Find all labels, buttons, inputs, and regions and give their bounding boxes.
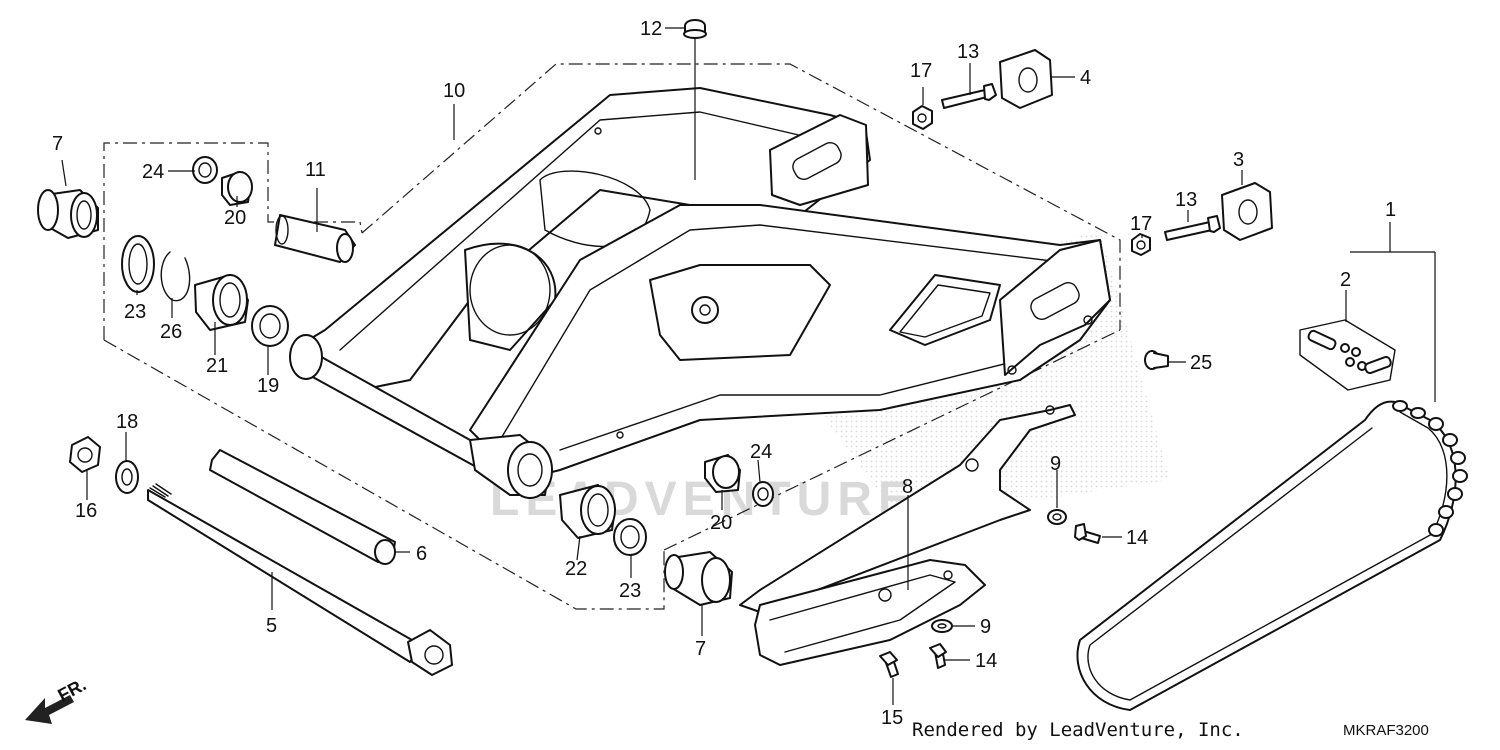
front-direction-arrow: FR. <box>25 674 89 724</box>
callout-26: 26 <box>160 321 182 343</box>
adjuster-plate-4 <box>999 49 1053 109</box>
callout-4: 4 <box>1080 67 1091 89</box>
callout-8: 8 <box>902 476 913 498</box>
callout-9-lower: 9 <box>980 616 991 638</box>
dust-seal-23-lower <box>613 518 647 556</box>
callout-6: 6 <box>416 543 427 565</box>
dust-seal-24-upper <box>192 156 218 184</box>
nut-16 <box>69 436 101 473</box>
washer-9-lower <box>931 619 953 633</box>
callout-23-upper: 23 <box>124 301 146 323</box>
callout-1: 1 <box>1385 199 1396 221</box>
diagram-code: MKRAF3200 <box>1343 722 1429 739</box>
callout-18: 18 <box>116 411 138 433</box>
callout-22: 22 <box>565 558 587 580</box>
needle-bearing-20-lower <box>704 454 741 493</box>
callout-9-upper: 9 <box>1050 453 1061 475</box>
washer-9-upper <box>1047 509 1067 525</box>
callout-7-right: 7 <box>695 638 706 660</box>
bearing-19 <box>251 305 289 347</box>
leader-lines <box>61 27 1436 705</box>
dust-seal-24-lower <box>752 481 774 507</box>
callout-14-upper: 14 <box>1126 527 1148 549</box>
pivot-bushing-left <box>37 189 99 239</box>
watermark-text: LEADVENTURE <box>490 473 916 526</box>
needle-bearing-22 <box>559 484 616 539</box>
bolt-15 <box>879 651 899 678</box>
chain-links <box>1392 400 1468 537</box>
callout-2: 2 <box>1340 269 1351 291</box>
pivot-collar-6 <box>209 449 396 565</box>
callout-12: 12 <box>640 18 662 40</box>
callout-19: 19 <box>257 375 279 397</box>
callout-13-lower: 13 <box>1175 189 1197 211</box>
pivot-bushing-right <box>664 551 733 606</box>
adjuster-plate-3 <box>1221 182 1273 241</box>
lock-nut-17-upper <box>912 105 933 130</box>
callout-17-upper: 17 <box>910 60 932 82</box>
pivot-bolt-5 <box>147 483 453 676</box>
collar-11 <box>274 214 356 263</box>
bolt-14-upper <box>1074 523 1101 544</box>
callout-15: 15 <box>881 707 903 729</box>
callout-21: 21 <box>206 355 228 377</box>
drive-chain-1 <box>1076 400 1468 711</box>
callout-11: 11 <box>305 159 326 181</box>
callout-10: 10 <box>443 80 465 102</box>
plug-25 <box>1144 350 1169 370</box>
adjuster-bolt-13-upper <box>941 83 997 109</box>
callout-24-upper: 24 <box>142 161 164 183</box>
callout-25: 25 <box>1190 352 1212 374</box>
callout-24-lower: 24 <box>750 441 772 463</box>
callout-3: 3 <box>1233 149 1244 171</box>
callout-17-lower: 17 <box>1130 213 1152 235</box>
callout-labels: 7 24 20 11 10 23 26 21 19 12 13 17 4 3 1… <box>52 18 1396 729</box>
callout-5: 5 <box>266 615 277 637</box>
callout-23-lower: 23 <box>619 580 641 602</box>
callout-13-upper: 13 <box>957 41 979 63</box>
lock-nut-17-lower <box>1131 233 1151 256</box>
render-credit: Rendered by LeadVenture, Inc. <box>912 719 1244 741</box>
bolt-14-lower <box>929 643 947 669</box>
dust-seal-23-upper <box>121 235 155 293</box>
assembly-dashed-lines <box>103 63 1121 610</box>
circlip-26 <box>160 251 191 302</box>
chain-joint-2 <box>1299 319 1396 391</box>
plug-cap-12 <box>683 19 707 39</box>
callout-7-left: 7 <box>52 133 63 155</box>
callout-16: 16 <box>75 500 97 522</box>
needle-bearing-21 <box>194 274 249 331</box>
washer-18 <box>115 460 139 494</box>
callout-20-upper: 20 <box>224 207 246 229</box>
adjuster-bolt-13-lower <box>1164 215 1221 241</box>
needle-bearing-20-upper <box>221 171 253 206</box>
swingarm <box>289 87 1111 499</box>
callout-20-lower: 20 <box>710 512 732 534</box>
callout-14-lower: 14 <box>975 650 997 672</box>
